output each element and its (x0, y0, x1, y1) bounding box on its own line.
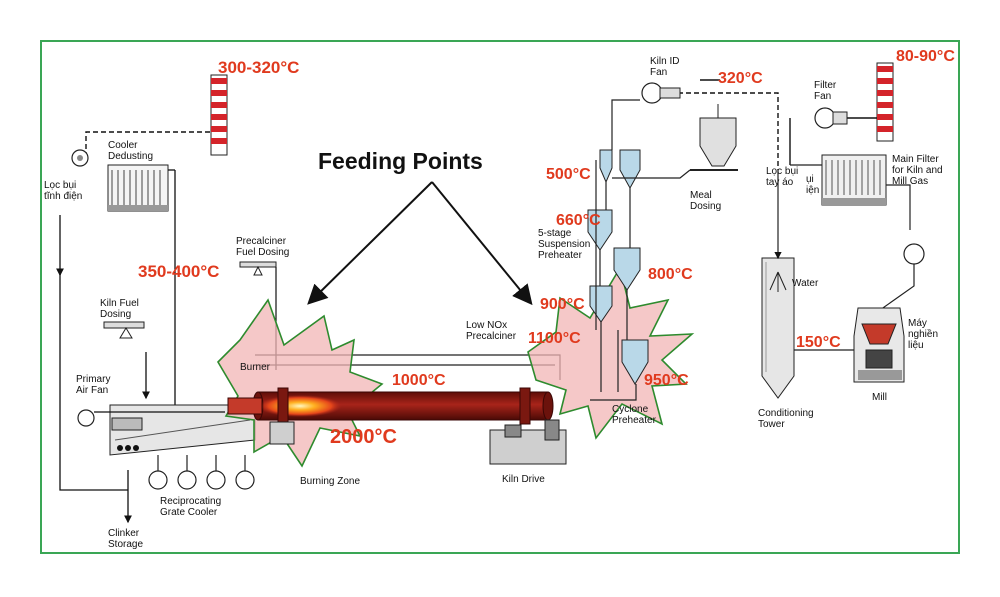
temp-cooler-stack: 300-320°C (218, 58, 300, 77)
feeding-point-arrows (307, 181, 533, 306)
grate-cooler (109, 404, 256, 456)
mill-fan (879, 243, 925, 311)
raw-mill (853, 307, 905, 383)
label-mill: Mill (872, 392, 887, 403)
gas-ducts (85, 79, 877, 170)
conditioning-tower (761, 170, 858, 399)
temp-kiln-inlet: 950°C (644, 372, 689, 389)
temp-filter-stack: 80-90°C (896, 48, 955, 65)
feeding-points-title: Feeding Points (318, 148, 483, 174)
grate-cooler-fans (148, 455, 255, 490)
kiln-supports (269, 419, 567, 465)
temp-flame: 2000°C (330, 426, 397, 448)
label-burner: Burner (240, 362, 271, 373)
main-filter (790, 154, 911, 230)
cooler-stack (210, 74, 228, 156)
temp-stage4: 900°C (540, 296, 585, 313)
label-burning-zone: Burning Zone (300, 476, 361, 487)
temp-stage3: 800°C (648, 266, 693, 283)
temp-stage1: 500°C (546, 166, 591, 183)
label-kiln-drive: Kiln Drive (502, 474, 545, 485)
temp-kiln-mid: 1000°C (392, 372, 446, 389)
cooler-piping (56, 169, 176, 524)
kiln-id-fan (641, 82, 681, 104)
preheater-tower (587, 149, 649, 385)
primary-air-fan (77, 409, 225, 427)
filter-fan (814, 107, 848, 129)
temp-tertiary: 350-400°C (138, 262, 220, 281)
temp-id-fan: 320°C (718, 70, 763, 87)
temp-stage2: 660°C (556, 212, 601, 229)
label-water: Water (792, 278, 819, 289)
diagram-frame (40, 40, 960, 554)
kiln-fuel-dosing (103, 321, 145, 339)
temp-conditioning-out: 150°C (796, 334, 841, 351)
filter-stack (876, 62, 894, 142)
meal-dosing-silo (612, 104, 738, 179)
preheater-ducts (590, 99, 640, 401)
temp-precalciner: 1100°C (528, 330, 581, 347)
rotary-kiln (227, 387, 554, 425)
cooler-dedusting-filter (107, 164, 169, 212)
cooler-fan (71, 149, 89, 167)
